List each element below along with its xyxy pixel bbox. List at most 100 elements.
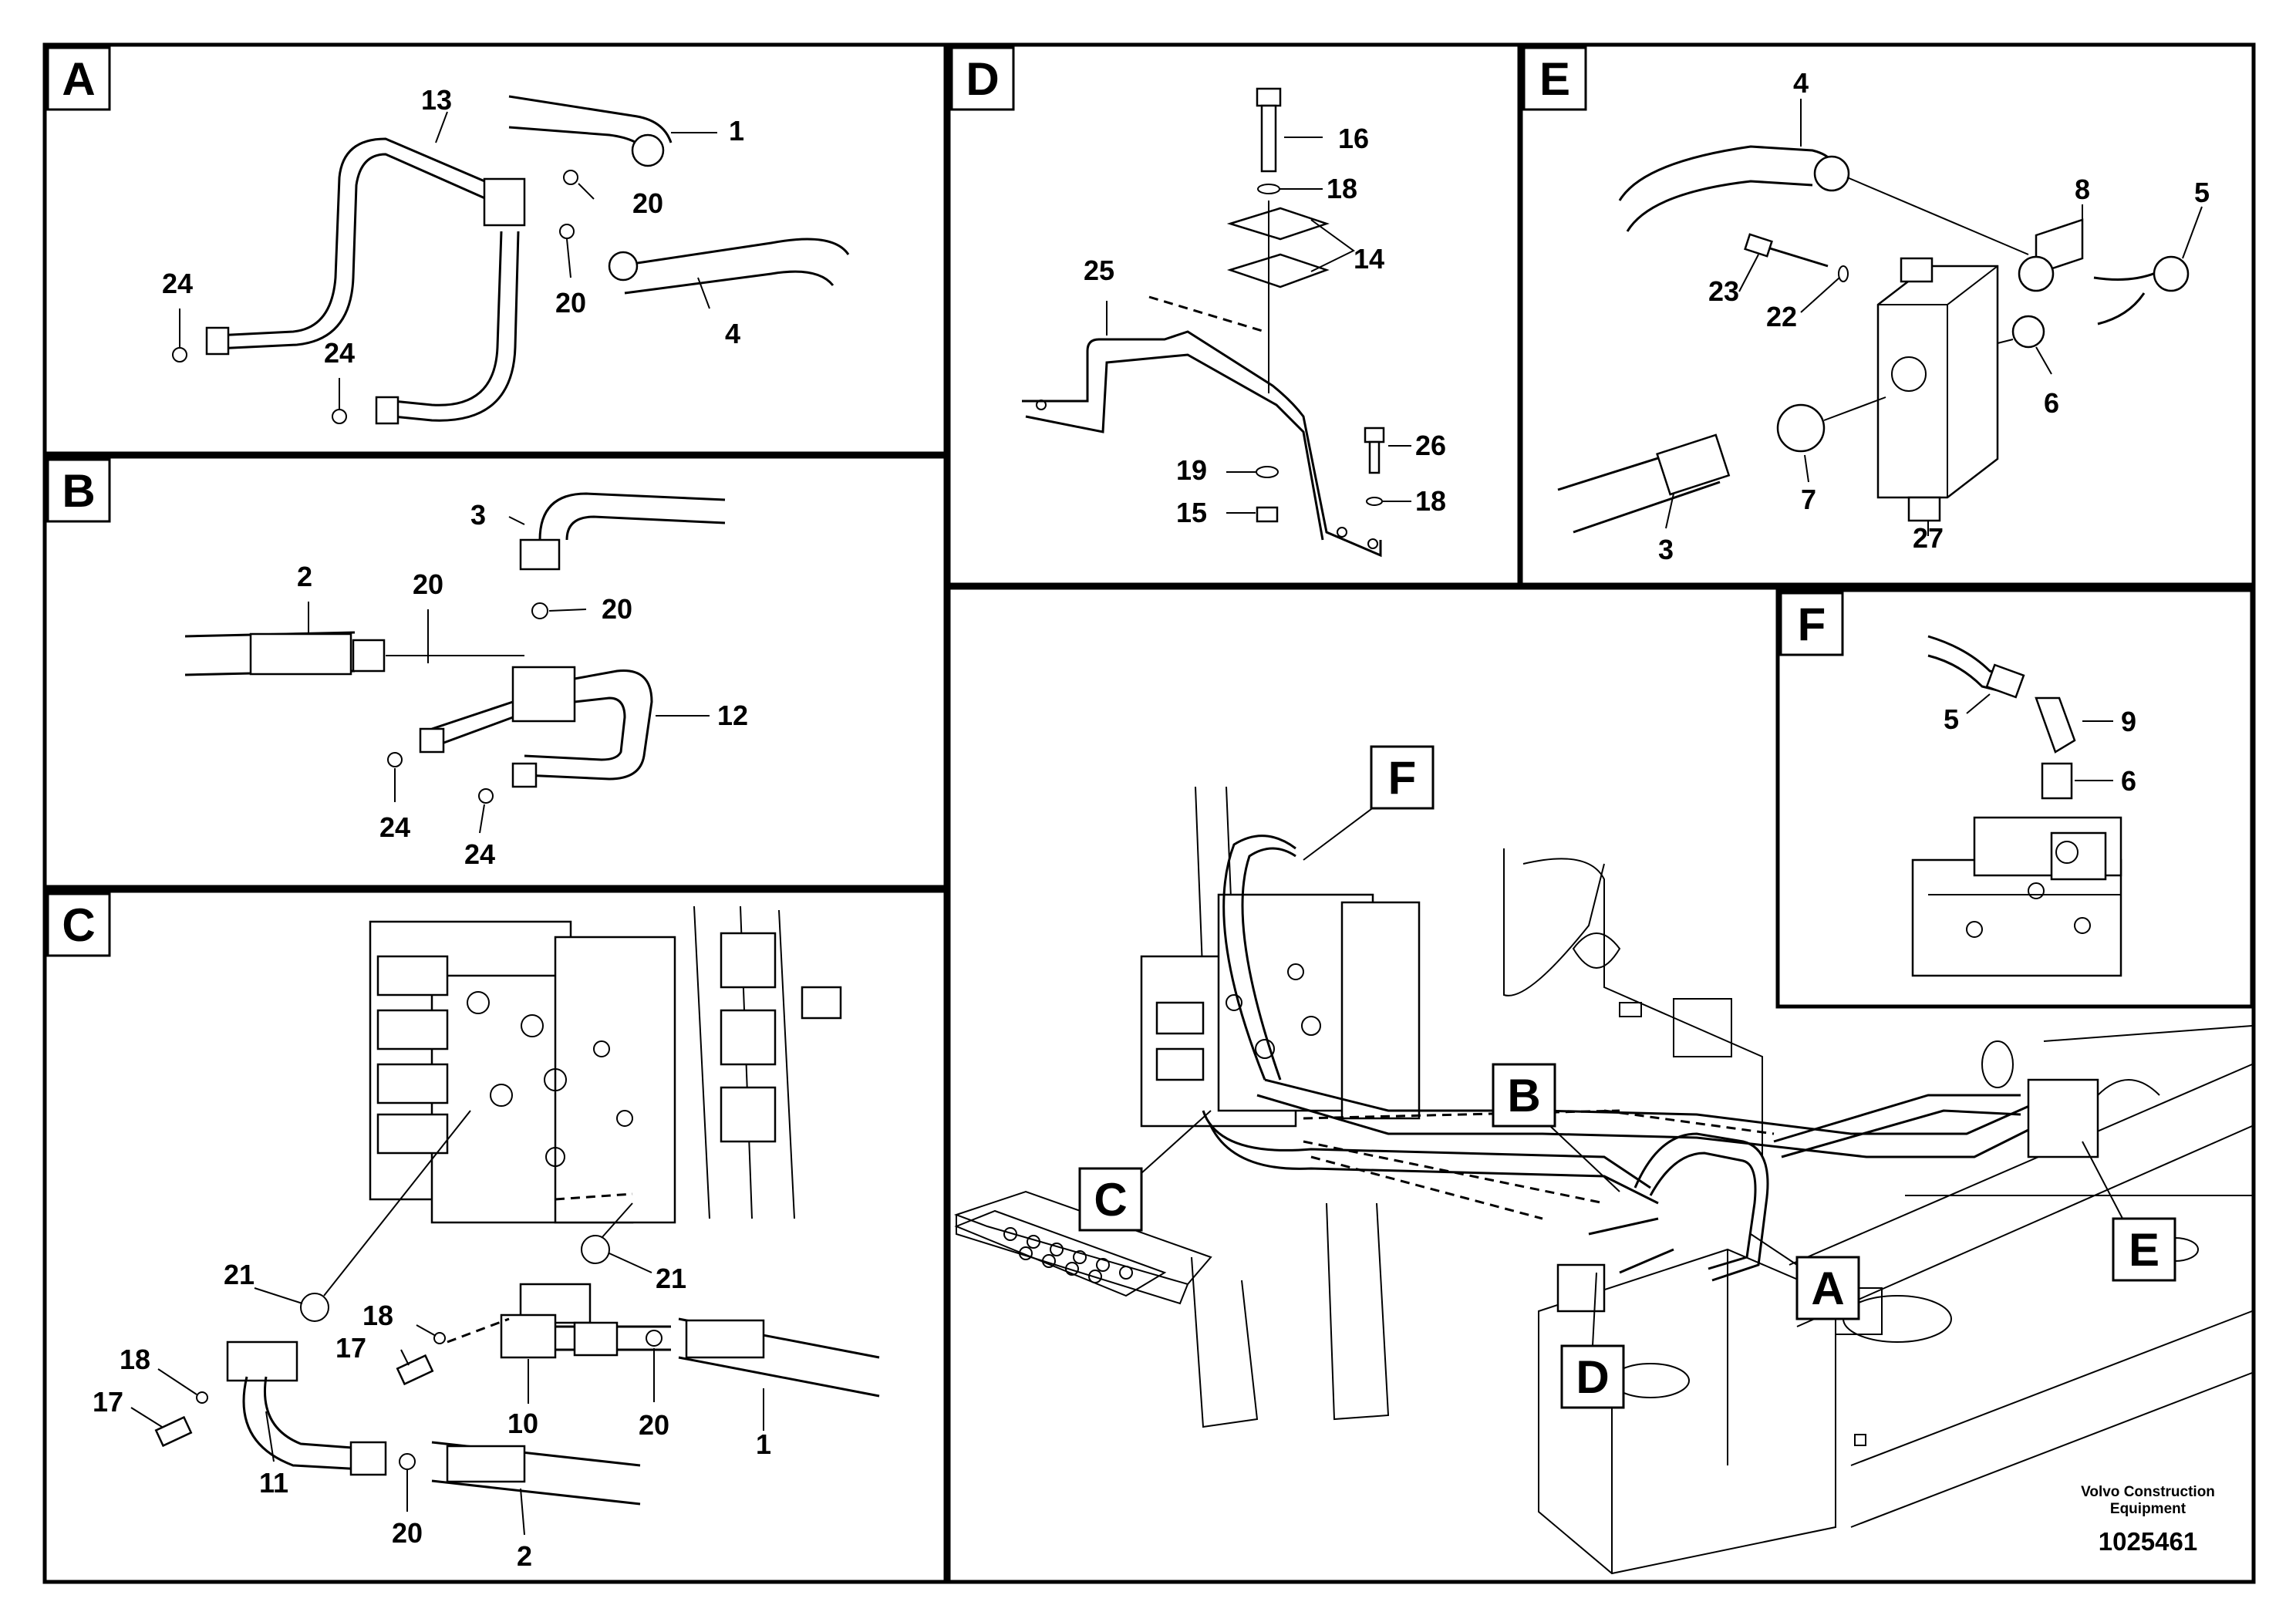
panel-c-tag-box	[46, 892, 111, 957]
callout-1c: 1	[756, 1428, 771, 1460]
brand-line-2: Equipment	[2110, 1501, 2186, 1517]
panel-f-tag-box	[1779, 592, 1844, 656]
callout-5e: 5	[2194, 177, 2210, 208]
overview-tag-a-label: A	[1811, 1263, 1844, 1314]
fitting-6	[2011, 315, 2045, 349]
callout-20a: 20	[632, 187, 663, 219]
elbow-9	[2035, 696, 2076, 754]
panel-f-valve	[1911, 816, 2122, 977]
callout-6f: 6	[2121, 765, 2136, 797]
document-id: 1025461	[2099, 1527, 2197, 1556]
overview-tag-c: C	[1078, 1110, 1212, 1232]
seal-21a	[300, 1293, 329, 1322]
panel-e: E	[1519, 42, 2256, 587]
washer-18b	[433, 1332, 446, 1344]
washer-19	[1256, 466, 1279, 478]
overview-tag-b-label: B	[1507, 1070, 1540, 1121]
bolt-16	[1256, 87, 1282, 107]
bracket-25	[1022, 330, 1382, 558]
brand-line-1: Volvo Construction	[2081, 1484, 2215, 1500]
callout-26: 26	[1415, 430, 1446, 461]
machine-frame	[954, 786, 2253, 1575]
callout-5f: 5	[1944, 703, 1959, 735]
panel-b: B 3 20 20 2 12 24 24	[42, 454, 948, 889]
callout-23: 23	[1708, 275, 1739, 307]
panel-c-frame	[42, 889, 948, 1584]
callout-14: 14	[1354, 243, 1384, 275]
bolt-23	[1744, 233, 1773, 258]
panel-a-frame	[42, 42, 948, 456]
flange-11	[226, 1340, 298, 1382]
overview-tag-f: F	[1303, 745, 1435, 861]
callout-17a: 17	[93, 1386, 123, 1418]
callout-24a: 24	[162, 268, 193, 299]
o-ring-24d	[478, 788, 494, 804]
tee-block	[483, 177, 526, 227]
overview-tag-e: E	[2082, 1141, 2176, 1282]
hose-3	[538, 492, 726, 541]
panel-a-tag-box	[46, 46, 111, 111]
callout-18b: 18	[362, 1300, 393, 1331]
callout-25: 25	[1084, 255, 1114, 286]
overview-tag-d-label: D	[1576, 1351, 1609, 1403]
valve-block-27	[1876, 265, 1999, 499]
o-ring-20-top	[531, 602, 548, 619]
panel-e-tag: E	[1539, 53, 1570, 105]
callout-12: 12	[717, 700, 748, 731]
panel-a: A 13 1 20 20 4 24 24	[42, 42, 948, 456]
callout-15: 15	[1176, 497, 1207, 528]
callout-20c: 20	[602, 593, 632, 625]
panel-d: D 16 18 14 25 26 19	[946, 42, 1522, 587]
overview-tag-b: B	[1492, 1063, 1620, 1192]
callout-16: 16	[1338, 123, 1369, 154]
callout-20e: 20	[639, 1409, 669, 1441]
bolt-17b	[396, 1354, 434, 1386]
panel-e-frame	[1519, 42, 2256, 587]
washer-18-d	[1257, 184, 1280, 194]
o-ring-24c	[387, 752, 403, 767]
hose-4-e	[1618, 145, 1833, 201]
panel-c: C	[42, 889, 948, 1584]
callout-19: 19	[1176, 454, 1207, 486]
callout-6e: 6	[2044, 387, 2059, 419]
tee-block-b	[511, 666, 576, 723]
panel-d-tag: D	[966, 53, 999, 105]
o-ring-24a	[172, 347, 187, 363]
callout-18a: 18	[120, 1344, 150, 1375]
overview-hoses	[1202, 835, 2099, 1313]
panel-b-frame	[42, 454, 948, 889]
callout-27: 27	[1913, 522, 1944, 554]
callout-4e: 4	[1793, 67, 1809, 99]
callout-2c: 2	[517, 1540, 532, 1572]
bolt-17a	[154, 1415, 193, 1448]
callout-7: 7	[1801, 484, 1816, 515]
nut-15	[1256, 506, 1279, 523]
pipe-13	[215, 137, 494, 337]
callout-8: 8	[2075, 174, 2090, 205]
hose-5-f	[1927, 635, 2021, 680]
o-ring-20b	[559, 224, 575, 239]
callout-3e: 3	[1658, 534, 1674, 565]
fitting-7	[1776, 403, 1826, 453]
callout-10: 10	[507, 1408, 538, 1439]
callout-24c: 24	[379, 811, 410, 843]
callout-11: 11	[259, 1467, 288, 1499]
hose-4	[616, 238, 850, 268]
overview-tag-a: A	[1750, 1233, 1860, 1320]
hose-1	[508, 95, 673, 143]
callout-9: 9	[2121, 706, 2136, 737]
overview-tag-c-label: C	[1094, 1174, 1127, 1226]
panel-e-tag-box	[1522, 46, 1587, 111]
screw-26	[1364, 427, 1385, 443]
callout-17b: 17	[335, 1332, 366, 1364]
panel-c-tag: C	[62, 899, 95, 951]
o-ring-20a	[563, 170, 578, 185]
panel-f-tag: F	[1798, 599, 1826, 650]
callout-20d: 20	[413, 568, 443, 600]
callout-13: 13	[421, 84, 452, 116]
o-ring-20f	[399, 1453, 416, 1470]
callout-24d: 24	[464, 838, 495, 870]
panel-f: F 5 9 6	[1775, 588, 2254, 1009]
pipe-12	[524, 669, 653, 781]
